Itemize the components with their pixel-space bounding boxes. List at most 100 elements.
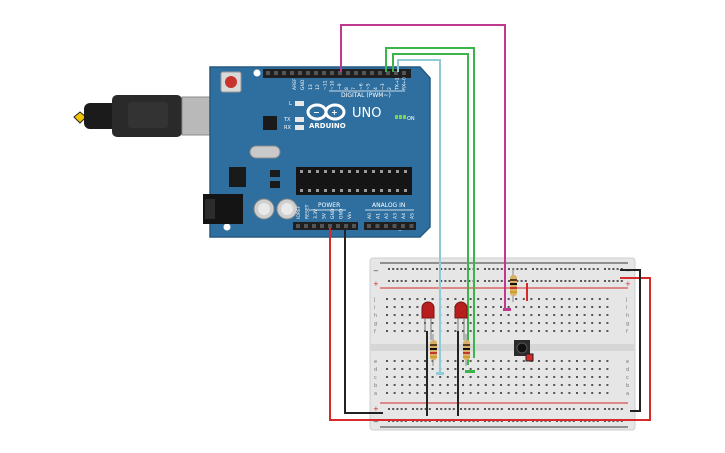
led-rx-label: RX <box>284 125 291 131</box>
analog-header[interactable] <box>364 222 416 230</box>
header-pin <box>370 71 374 75</box>
on-led: ON <box>395 115 415 122</box>
usb-chip <box>263 116 277 130</box>
header-pin <box>378 71 382 75</box>
digital-pin-label: 4 <box>373 87 379 90</box>
row-letter: b <box>374 383 377 389</box>
header-pin <box>304 224 308 228</box>
reset-button[interactable] <box>220 71 242 93</box>
led-1[interactable] <box>421 301 435 340</box>
header-pin <box>392 224 397 228</box>
digital-pin-label: TX→1 <box>394 77 400 91</box>
digital-pin-label: 12 <box>315 84 321 90</box>
header-pin <box>330 71 334 75</box>
row-letter: f <box>374 329 376 335</box>
row-letter: i <box>374 305 375 311</box>
row-letter: h <box>626 313 629 319</box>
header-pin <box>290 71 294 75</box>
row-letter: d <box>374 367 377 373</box>
crystal <box>249 145 281 159</box>
on-label: ON <box>407 116 415 122</box>
header-pin <box>338 71 342 75</box>
power-pin-label: 5V <box>322 212 328 219</box>
analog-label: ANALOG IN <box>372 202 405 209</box>
row-letter: a <box>626 391 629 397</box>
header-pin <box>296 224 300 228</box>
power-pin-label: GND <box>339 208 345 219</box>
row-letter: i <box>626 305 627 311</box>
wires <box>329 24 651 421</box>
digital-pin-label: ~10 <box>330 80 336 90</box>
row-letter: c <box>374 375 377 381</box>
power-pin-label: IOREF <box>296 205 302 219</box>
led-2[interactable] <box>454 301 468 340</box>
row-letter: d <box>626 367 629 373</box>
svg-text:−: − <box>313 108 320 117</box>
header-pin <box>320 224 324 228</box>
digital-pin-label: ~9 <box>337 83 343 90</box>
wire-green-outer <box>385 47 475 358</box>
analog-pin-label: A1 <box>376 213 382 219</box>
analog-pin-label: A5 <box>410 213 416 219</box>
push-button[interactable] <box>514 340 534 362</box>
gnd-label: GND <box>300 79 306 90</box>
status-leds: L TX RX <box>283 101 304 131</box>
header-pin <box>322 71 326 75</box>
wire-black-gnd <box>344 228 383 414</box>
header-pin <box>306 71 310 75</box>
led-tx-label: TX <box>283 117 291 123</box>
header-pin <box>298 71 302 75</box>
header-pin <box>344 224 348 228</box>
header-pin <box>362 71 366 75</box>
header-pin <box>384 224 388 228</box>
row-letter: j <box>373 297 375 303</box>
header-pin <box>402 71 406 75</box>
header-pin <box>367 224 371 228</box>
header-pin <box>386 71 390 75</box>
rail-minus-sign: − <box>373 267 379 275</box>
digital-header[interactable] <box>263 69 411 78</box>
digital-pin-label: 2 <box>387 87 393 90</box>
mounting-hole <box>223 223 231 231</box>
capacitors <box>253 198 298 220</box>
header-pin <box>394 71 398 75</box>
brand-label: ARDUINO <box>309 122 346 130</box>
header-pin <box>266 71 270 75</box>
resistor-3[interactable] <box>510 268 517 302</box>
voltage-regulator <box>229 167 246 187</box>
digital-pin-label: ~5 <box>366 83 372 90</box>
power-pin-label: 3.3V <box>313 208 319 219</box>
rail-plus-sign: + <box>625 280 631 288</box>
power-pin-label: Vin <box>347 212 353 219</box>
resistor-1[interactable] <box>430 334 437 366</box>
wire-lightblue <box>397 59 441 372</box>
header-pin <box>328 224 332 228</box>
row-letter: g <box>626 321 629 327</box>
rail-minus-sign: − <box>373 418 379 426</box>
rail-plus-sign: + <box>373 405 379 413</box>
row-letter: c <box>626 375 629 381</box>
header-pin <box>336 224 340 228</box>
header-pin <box>274 71 278 75</box>
row-letter: e <box>374 359 377 365</box>
resistor-2[interactable] <box>463 334 470 366</box>
digital-pin-label: ~6 <box>358 83 364 90</box>
analog-pin-label: A4 <box>401 213 407 219</box>
power-header[interactable] <box>293 222 358 230</box>
digital-label: DIGITAL (PWM~) <box>341 92 391 99</box>
analog-pin-label: A3 <box>393 213 399 219</box>
digital-pin-label: ~11 <box>322 80 328 90</box>
header-pin <box>354 71 358 75</box>
rail-plus-sign: + <box>373 280 379 288</box>
center-channel <box>370 344 635 351</box>
mounting-hole <box>253 69 261 77</box>
digital-pin-label: 7 <box>351 87 357 90</box>
power-pin-label: GND <box>330 208 336 219</box>
led-l-label: L <box>289 101 292 107</box>
